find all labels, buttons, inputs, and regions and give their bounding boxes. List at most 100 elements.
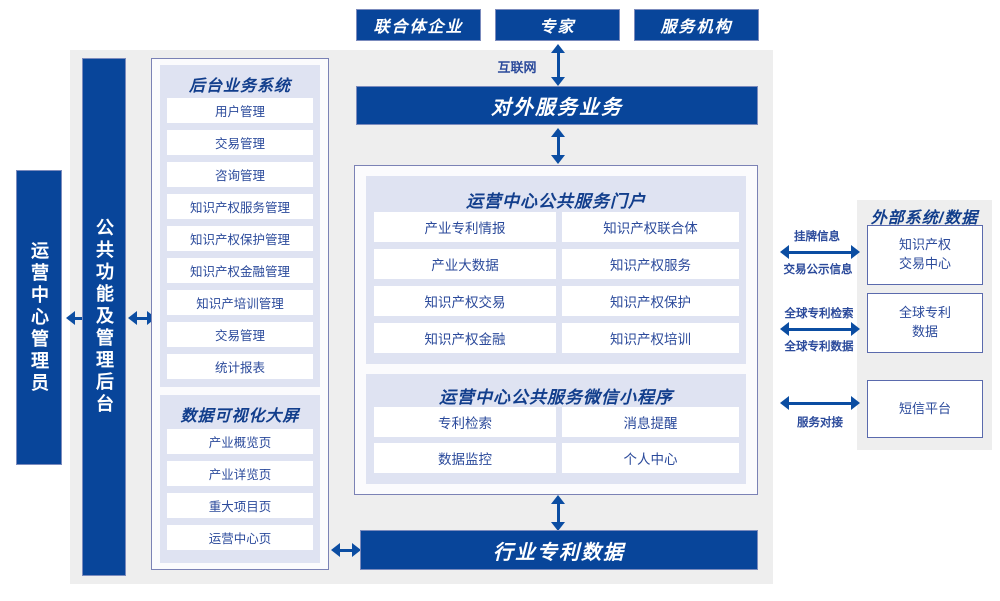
portal-item-3[interactable]: 知识产权服务 bbox=[562, 249, 739, 279]
item-label: 知识产权服务 bbox=[610, 258, 691, 273]
arrow-head-right bbox=[352, 543, 361, 557]
item-label: 知识产权保护 bbox=[610, 295, 691, 310]
item-label: 咨询管理 bbox=[214, 169, 265, 183]
industry-patent-data-bar[interactable]: 行业专利数据 bbox=[360, 530, 758, 570]
data-visualization-title: 数据可视化大屏 bbox=[180, 408, 300, 425]
external-box-sms-platform[interactable]: 短信平台 bbox=[867, 380, 983, 438]
arrow-shaft bbox=[338, 549, 354, 552]
backend-item-5[interactable]: 知识产权金融管理 bbox=[167, 258, 313, 283]
portal-item-5[interactable]: 知识产权保护 bbox=[562, 286, 739, 316]
external-box-ip-trading-center[interactable]: 知识产权 交易中心 bbox=[867, 225, 983, 285]
portal-item-0[interactable]: 产业专利情报 bbox=[374, 212, 556, 242]
item-label: 统计报表 bbox=[214, 361, 265, 375]
item-label: 交易管理 bbox=[214, 137, 265, 151]
item-label: 知识产权培训 bbox=[610, 332, 691, 347]
portal-item-6[interactable]: 知识产权金融 bbox=[374, 323, 556, 353]
item-label: 知识产权金融管理 bbox=[189, 265, 290, 279]
item-label: 产业概览页 bbox=[208, 436, 272, 450]
miniprogram-title: 运营中心公共服务微信小程序 bbox=[439, 388, 673, 407]
backend-item-7[interactable]: 交易管理 bbox=[167, 322, 313, 347]
actor-box-service-org[interactable]: 服务机构 bbox=[634, 9, 759, 41]
external-box-line1: 短信平台 bbox=[898, 400, 951, 416]
item-label: 重大项目页 bbox=[208, 500, 272, 514]
arrow-head-left bbox=[780, 245, 789, 259]
arrow-shaft bbox=[557, 51, 560, 79]
backend-item-0[interactable]: 用户管理 bbox=[167, 98, 313, 123]
arrow-shaft bbox=[557, 502, 560, 524]
external-box-line2: 数据 bbox=[911, 324, 938, 339]
backend-item-2[interactable]: 咨询管理 bbox=[167, 162, 313, 187]
role-label: 运营中心管理员 bbox=[29, 240, 49, 395]
role-label: 公共功能及管理后台 bbox=[94, 218, 114, 416]
external-conn-2-label-below: 服务对接 bbox=[797, 417, 843, 429]
arrow-shaft bbox=[787, 402, 853, 405]
item-label: 数据监控 bbox=[438, 452, 492, 467]
role-bar-common-backoffice[interactable]: 公共功能及管理后台 bbox=[82, 58, 126, 576]
item-label: 知识产培训管理 bbox=[196, 297, 284, 311]
arrow-shaft bbox=[787, 328, 853, 331]
modules-to-industry-data-arrow bbox=[331, 543, 361, 557]
arrow-head-up bbox=[551, 128, 565, 137]
external-box-line1: 全球专利 bbox=[898, 305, 951, 321]
actor-label: 专家 bbox=[539, 19, 576, 36]
arrow-shaft bbox=[135, 317, 149, 320]
portal-item-4[interactable]: 知识产权交易 bbox=[374, 286, 556, 316]
internet-label: 互联网 bbox=[497, 60, 537, 75]
external-systems-title: 外部系统/数据 bbox=[870, 210, 979, 227]
portal-item-7[interactable]: 知识产权培训 bbox=[562, 323, 739, 353]
backend-item-8[interactable]: 统计报表 bbox=[167, 354, 313, 379]
dataviz-item-0[interactable]: 产业概览页 bbox=[167, 429, 313, 454]
dataviz-item-2[interactable]: 重大项目页 bbox=[167, 493, 313, 518]
item-label: 专利检索 bbox=[438, 416, 492, 431]
miniprogram-item-2[interactable]: 数据监控 bbox=[374, 443, 556, 473]
item-label: 产业专利情报 bbox=[424, 221, 506, 236]
actor-box-consortium[interactable]: 联合体企业 bbox=[356, 9, 481, 41]
dataviz-item-1[interactable]: 产业详览页 bbox=[167, 461, 313, 486]
arrow-head-left bbox=[780, 322, 789, 336]
arrow-shaft bbox=[557, 135, 560, 157]
arrow-head-down bbox=[551, 155, 565, 164]
item-label: 消息提醒 bbox=[623, 416, 678, 431]
arrow-head-right bbox=[851, 245, 860, 259]
backend-item-3[interactable]: 知识产权服务管理 bbox=[167, 194, 313, 219]
miniprogram-item-0[interactable]: 专利检索 bbox=[374, 407, 556, 437]
item-label: 知识产权保护管理 bbox=[189, 233, 290, 247]
item-label: 个人中心 bbox=[623, 452, 678, 467]
external-box-line2: 交易中心 bbox=[898, 256, 951, 271]
backend-system-title: 后台业务系统 bbox=[188, 78, 291, 95]
external-box-line1: 知识产权 bbox=[898, 237, 951, 253]
item-label: 产业大数据 bbox=[431, 258, 499, 273]
external-conn-0-arrow bbox=[780, 245, 860, 259]
role-bar-operations-admin[interactable]: 运营中心管理员 bbox=[16, 170, 62, 465]
portal-item-1[interactable]: 知识产权联合体 bbox=[562, 212, 739, 242]
external-conn-2-arrow bbox=[780, 396, 860, 410]
industry-data-label: 行业专利数据 bbox=[493, 541, 625, 564]
actor-box-expert[interactable]: 专家 bbox=[495, 9, 620, 41]
item-label: 用户管理 bbox=[214, 105, 265, 119]
arrow-head-up bbox=[551, 495, 565, 504]
miniprogram-item-3[interactable]: 个人中心 bbox=[562, 443, 739, 473]
external-service-label: 对外服务业务 bbox=[491, 97, 623, 119]
arrow-head-left bbox=[128, 311, 137, 325]
external-conn-1-label-above: 全球专利检索 bbox=[784, 308, 854, 320]
public-portal-title: 运营中心公共服务门户 bbox=[466, 192, 646, 211]
miniprogram-item-1[interactable]: 消息提醒 bbox=[562, 407, 739, 437]
external-service-bar[interactable]: 对外服务业务 bbox=[356, 86, 758, 125]
arrow-head-left bbox=[780, 396, 789, 410]
arrow-head-up bbox=[551, 44, 565, 53]
internet-arrow bbox=[551, 44, 565, 86]
dataviz-item-3[interactable]: 运营中心页 bbox=[167, 525, 313, 550]
actor-label: 服务机构 bbox=[660, 19, 733, 36]
item-label: 产业详览页 bbox=[208, 468, 272, 482]
external-box-global-patent-data[interactable]: 全球专利 数据 bbox=[867, 293, 983, 353]
item-label: 运营中心页 bbox=[208, 532, 272, 546]
backend-item-6[interactable]: 知识产培训管理 bbox=[167, 290, 313, 315]
arrow-head-right bbox=[851, 396, 860, 410]
backend-item-4[interactable]: 知识产权保护管理 bbox=[167, 226, 313, 251]
arrow-head-down bbox=[551, 522, 565, 531]
item-label: 知识产权金融 bbox=[424, 332, 506, 347]
backend-item-1[interactable]: 交易管理 bbox=[167, 130, 313, 155]
item-label: 知识产权服务管理 bbox=[189, 201, 290, 215]
portal-item-2[interactable]: 产业大数据 bbox=[374, 249, 556, 279]
arrow-head-down bbox=[551, 77, 565, 86]
